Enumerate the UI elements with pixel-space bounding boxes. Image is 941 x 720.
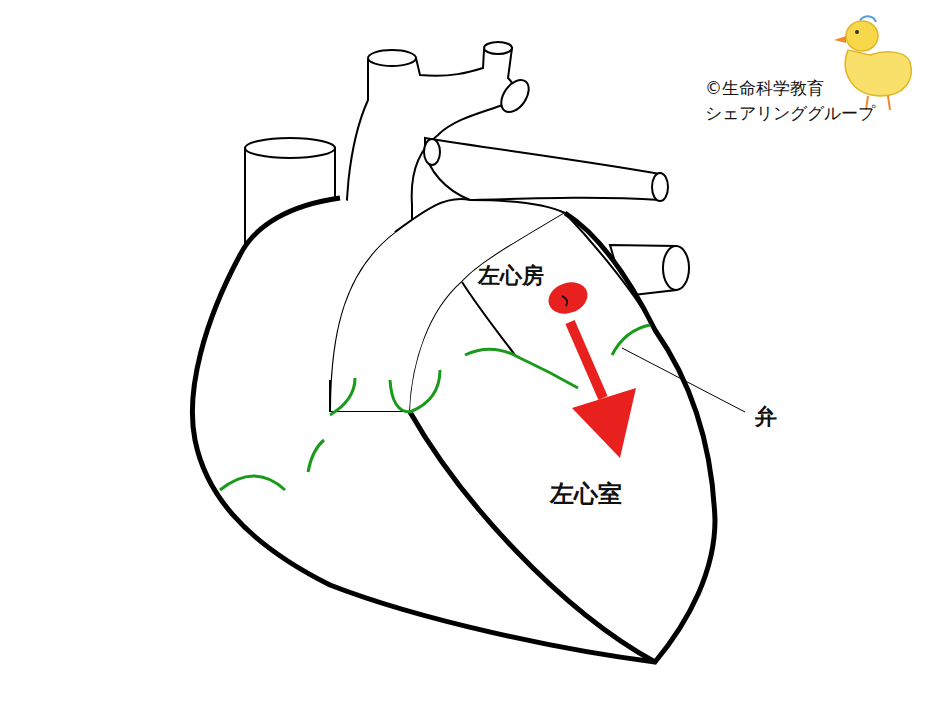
- chamber-label: 左心房: [478, 263, 544, 289]
- leader-line: [622, 348, 745, 412]
- copyright-note: ©生命科学教育: [705, 78, 824, 98]
- part-label: 弁: [755, 404, 777, 430]
- inner-lines: [330, 213, 655, 412]
- heart-outline: [192, 198, 715, 662]
- chamber-label: 左心室: [550, 480, 622, 509]
- blood-flow-arrow: [544, 277, 636, 458]
- duck-icon: [834, 16, 911, 110]
- copyright-note: シェアリンググループ: [705, 103, 875, 123]
